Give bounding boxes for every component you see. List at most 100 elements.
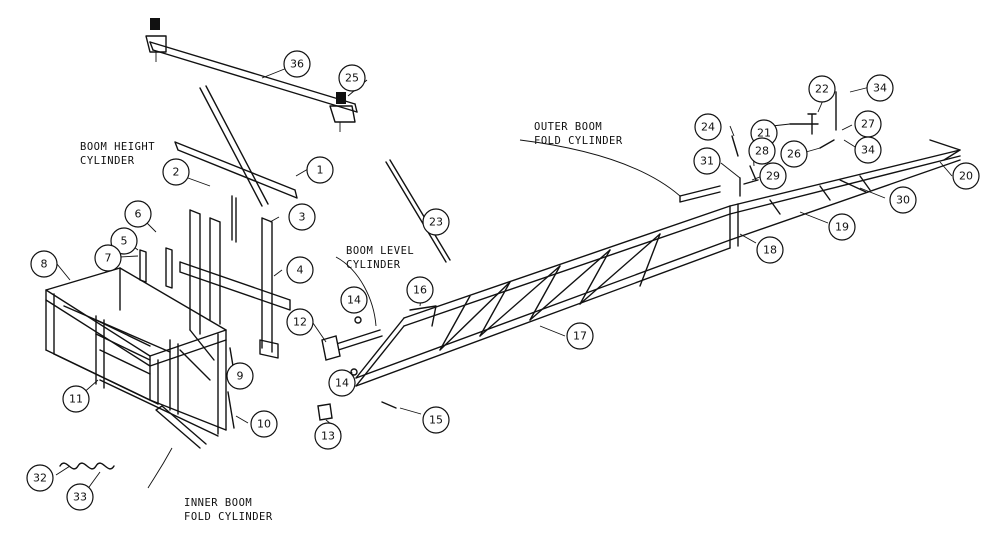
callout-9: 9 [226, 362, 254, 390]
callout-26: 26 [780, 140, 808, 168]
callout-2: 2 [162, 158, 190, 186]
callout-circle [226, 362, 254, 390]
callout-17: 17 [566, 322, 594, 350]
callout-34: 34 [854, 136, 882, 164]
boom-height-cylinder-line1: BOOM HEIGHT [80, 141, 155, 153]
callout-30: 30 [889, 186, 917, 214]
callout-number: 5 [121, 235, 128, 248]
callout-25: 25 [338, 64, 366, 92]
inner-boom-fold-cylinder-line1: INNER BOOM [184, 497, 252, 509]
boom-level-cylinder-line1: BOOM LEVEL [346, 245, 414, 257]
callout-24: 24 [694, 113, 722, 141]
diagonal-tie-bar [199, 87, 263, 207]
callout-36: 36 [283, 50, 311, 78]
callout-11: 11 [62, 385, 90, 413]
callout-number: 34 [873, 82, 887, 95]
callout-circle [286, 256, 314, 284]
callout-circle [406, 276, 434, 304]
callout-number: 11 [69, 393, 83, 406]
callout-19: 19 [828, 213, 856, 241]
center-frame [45, 267, 227, 437]
callout-8: 8 [30, 250, 58, 278]
callout-circle [283, 50, 311, 78]
callout-33: 33 [66, 483, 94, 511]
callout-6: 6 [124, 200, 152, 228]
callout-circle [110, 227, 138, 255]
callout-16: 16 [406, 276, 434, 304]
callout-circle [854, 136, 882, 164]
callout-circle [338, 64, 366, 92]
small-hardware [731, 91, 837, 197]
callout-circle [759, 162, 787, 190]
callout-circle [66, 483, 94, 511]
main-boom-truss [355, 139, 961, 387]
callout-number: 3 [299, 211, 306, 224]
callout-number: 16 [413, 284, 427, 297]
callout-number: 24 [701, 121, 715, 134]
callout-number: 15 [429, 414, 443, 427]
callout-number: 14 [335, 377, 349, 390]
callout-20: 20 [952, 162, 980, 190]
callout-number: 21 [757, 127, 771, 140]
callout-circle [340, 286, 368, 314]
callout-circle [422, 208, 450, 236]
callout-14: 14 [340, 286, 368, 314]
callout-number: 27 [861, 118, 875, 131]
callout-number: 31 [700, 155, 714, 168]
callout-circle [828, 213, 856, 241]
callout-number: 7 [105, 252, 112, 265]
callout-circle [952, 162, 980, 190]
boom-level-cylinder-part [321, 316, 383, 376]
callout-number: 6 [135, 208, 142, 221]
callout-number: 34 [861, 144, 875, 157]
callout-circle [808, 75, 836, 103]
callout-13: 13 [314, 422, 342, 450]
callout-number: 22 [815, 83, 829, 96]
callout-circle [30, 250, 58, 278]
callout-23: 23 [422, 208, 450, 236]
callout-number: 23 [429, 216, 443, 229]
callout-34: 34 [866, 74, 894, 102]
caption-labels: BOOM HEIGHT CYLINDER BOOM LEVEL CYLINDER… [80, 121, 623, 523]
callout-circle [286, 308, 314, 336]
callout-circle [866, 74, 894, 102]
callout-balloons: 1234567891011121314141516171819202122232… [26, 50, 980, 511]
callout-number: 1 [317, 164, 324, 177]
outer-boom-fold-cylinder-line2: FOLD CYLINDER [534, 135, 623, 147]
chain-32 [59, 462, 115, 470]
callout-4: 4 [286, 256, 314, 284]
callout-18: 18 [756, 236, 784, 264]
callout-number: 32 [33, 472, 47, 485]
callout-circle [328, 369, 356, 397]
callout-31: 31 [693, 147, 721, 175]
callout-circle [250, 410, 278, 438]
callout-15: 15 [422, 406, 450, 434]
callout-32: 32 [26, 464, 54, 492]
callout-circle [748, 137, 776, 165]
callout-28: 28 [748, 137, 776, 165]
bolt-10 [227, 391, 235, 429]
callout-number: 20 [959, 170, 973, 183]
callout-circle [566, 322, 594, 350]
long-rod-23 [385, 159, 451, 263]
callout-1: 1 [306, 156, 334, 184]
callout-circle [306, 156, 334, 184]
callout-number: 8 [41, 258, 48, 271]
callout-5: 5 [110, 227, 138, 255]
callout-29: 29 [759, 162, 787, 190]
callout-22: 22 [808, 75, 836, 103]
inner-boom-fold-cylinder-line2: FOLD CYLINDER [184, 511, 273, 523]
callout-3: 3 [288, 203, 316, 231]
callout-12: 12 [286, 308, 314, 336]
top-crossbar [145, 18, 358, 132]
callout-7: 7 [94, 244, 122, 272]
callout-circle [756, 236, 784, 264]
callout-number: 13 [321, 430, 335, 443]
callout-number: 4 [297, 264, 304, 277]
callout-circle [889, 186, 917, 214]
callout-number: 2 [173, 166, 180, 179]
outer-boom-fold-cylinder-part [679, 185, 721, 203]
callout-number: 30 [896, 194, 910, 207]
